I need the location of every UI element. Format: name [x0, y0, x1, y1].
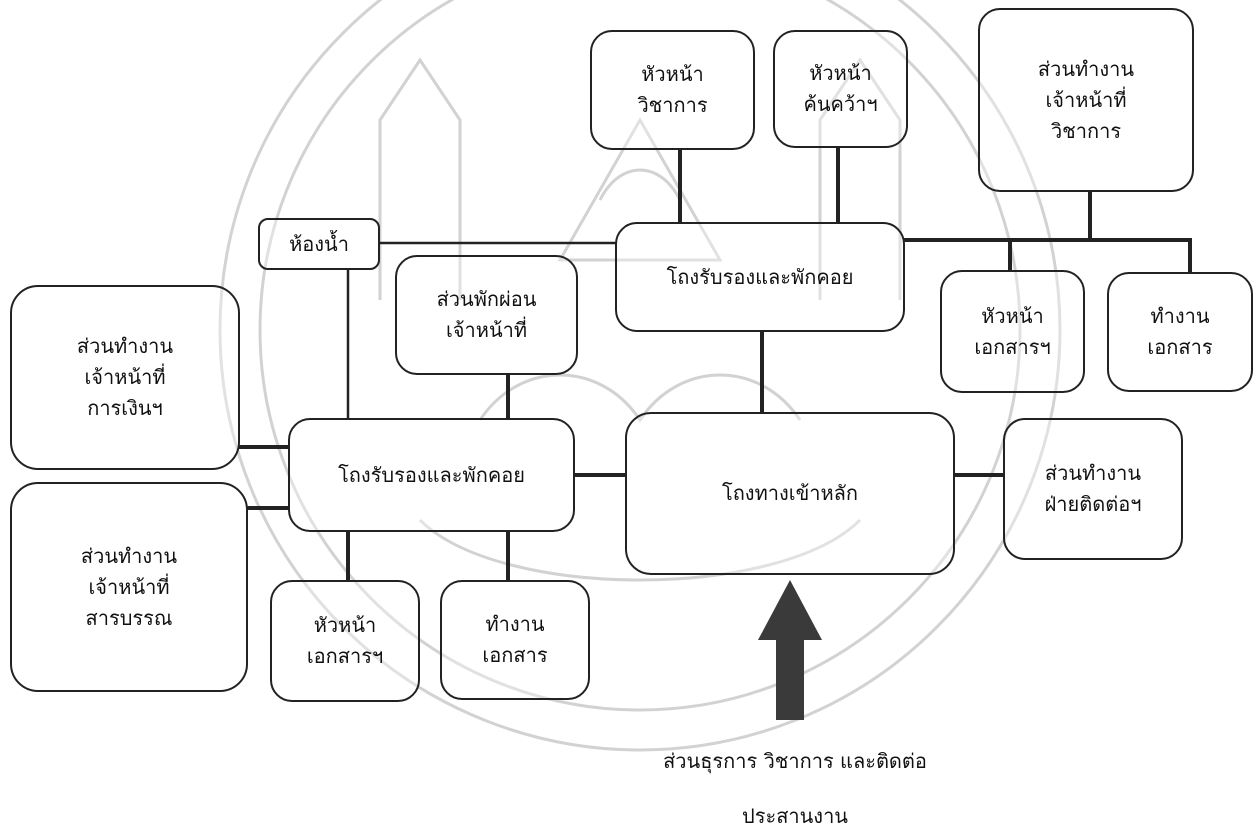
diagram-caption-line-1: ส่วนธุรการ วิชาการ และติดต่อ [663, 749, 927, 773]
box-docs-work-right: ทำงาน เอกสาร [1107, 272, 1253, 392]
arrow-head [758, 580, 822, 640]
box-docs-work-left: ทำงาน เอกสาร [440, 580, 590, 700]
box-main-entrance: โถงทางเข้าหลัก [625, 412, 955, 575]
box-contact-work: ส่วนทำงาน ฝ่ายติดต่อฯ [1003, 418, 1183, 560]
diagram-caption-line-2: ประสานงาน [742, 804, 848, 828]
box-lobby-upper: โถงรับรองและพักคอย [615, 222, 905, 332]
box-officer-academic: ส่วนทำงาน เจ้าหน้าที่ วิชาการ [978, 8, 1194, 192]
arrow-shaft [776, 638, 804, 720]
entrance-arrow [758, 580, 822, 720]
box-head-research: หัวหน้า ค้นคว้าฯ [773, 30, 908, 148]
box-staff-lounge: ส่วนพักผ่อน เจ้าหน้าที่ [395, 255, 578, 375]
box-head-docs-left: หัวหน้า เอกสารฯ [270, 580, 420, 702]
box-lobby-lower: โถงรับรองและพักคอย [288, 418, 575, 532]
box-head-academic: หัวหน้า วิชาการ [590, 30, 755, 150]
box-restroom: ห้องน้ำ [258, 218, 380, 270]
box-officer-records: ส่วนทำงาน เจ้าหน้าที่ สารบรรณ [10, 482, 248, 692]
box-head-docs-right: หัวหน้า เอกสารฯ [940, 270, 1085, 393]
box-officer-finance: ส่วนทำงาน เจ้าหน้าที่ การเงินฯ [10, 285, 240, 470]
